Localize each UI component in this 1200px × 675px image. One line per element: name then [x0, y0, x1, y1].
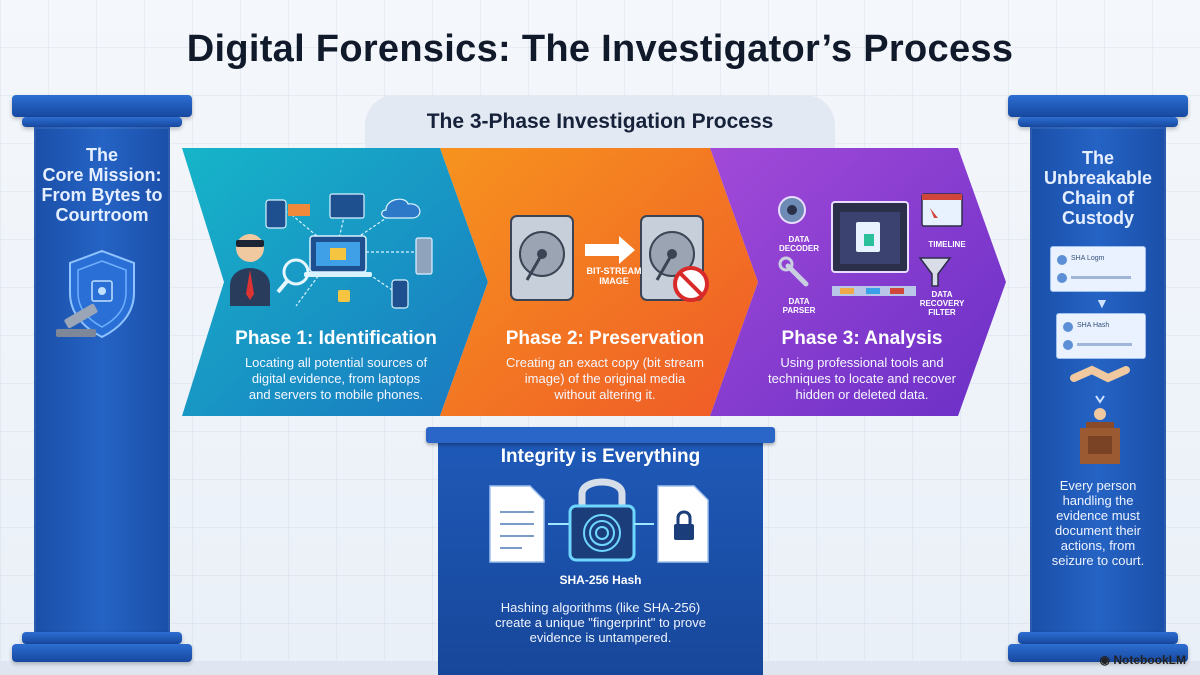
parser-line-2: PARSER — [782, 306, 816, 315]
right-pillar-base-2 — [1008, 644, 1188, 662]
bit-stream-label: BIT-STREAM IMAGE — [579, 266, 649, 286]
page-title: Digital Forensics: The Investigator’s Pr… — [186, 28, 1014, 70]
phase-2-title: Phase 2: Preservation — [505, 328, 705, 349]
left-pillar-line-4: Courtroom — [55, 205, 149, 225]
left-pillar-base-2 — [12, 644, 192, 662]
data-decoder-label: DATA DECODER — [776, 235, 822, 253]
right-pillar-line-2: Unbreakable — [1043, 168, 1153, 188]
recovery-line-1: DATA — [931, 290, 953, 299]
custody-line-4: document their — [1055, 523, 1141, 538]
recovery-line-2: RECOVERY — [919, 299, 965, 308]
timeline-label: TIMELINE — [928, 240, 966, 249]
hash-lock-fingerprint-icon — [489, 478, 709, 563]
custody-document-1: SHA Logm — [1050, 246, 1146, 292]
notebooklm-logo-icon: ◉ — [1099, 653, 1114, 667]
integrity-panel-cap — [426, 427, 775, 443]
decoder-line-1: DATA — [788, 235, 810, 244]
right-pillar-top-cap — [1008, 95, 1188, 117]
process-header-panel — [365, 95, 835, 157]
right-pillar-heading: The Unbreakable Chain of Custody — [1030, 148, 1166, 228]
left-pillar-heading: The Core Mission: From Bytes to Courtroo… — [34, 145, 170, 225]
gavel-shield-icon — [56, 249, 135, 339]
bit-stream-line-2: IMAGE — [599, 276, 629, 286]
custody-doc-1-label: SHA Logm — [1071, 255, 1105, 262]
hash-label: SHA-256 Hash — [559, 573, 642, 587]
right-pillar-base — [1018, 632, 1178, 644]
phase-3-desc-line-2: techniques to locate and recover — [768, 371, 956, 386]
process-title: The 3-Phase Investigation Process — [426, 110, 774, 133]
integrity-desc-line-3: evidence is untampered. — [529, 630, 672, 645]
phase-3-desc-line-3: hidden or deleted data. — [795, 387, 929, 402]
right-pillar-body: Every person handling the evidence must … — [1036, 478, 1160, 568]
parser-line-1: DATA — [788, 297, 810, 306]
preservation-disk-copy-icon — [510, 215, 709, 302]
left-pillar-line-1: The — [85, 145, 118, 165]
handshake-podium-icon — [1070, 365, 1130, 464]
right-pillar-shaft — [1030, 127, 1166, 635]
brand-name: NotebookLM — [1113, 653, 1186, 667]
custody-line-2: handling the — [1062, 493, 1134, 508]
phase-1-description: Locating all potential sources of digita… — [226, 355, 446, 403]
left-pillar-line-2: Core Mission: — [42, 165, 162, 185]
data-parser-label: DATA PARSER — [776, 297, 822, 315]
recovery-line-3: FILTER — [928, 308, 956, 317]
custody-line-1: Every person — [1059, 478, 1137, 493]
phase-3-desc-line-1: Using professional tools and — [780, 355, 944, 370]
phase-1-desc-line-1: Locating all potential sources of — [244, 355, 428, 370]
decoder-line-2: DECODER — [778, 244, 819, 253]
identification-network-icon — [230, 193, 433, 309]
phase-1-desc-line-2: digital evidence, from laptops — [251, 371, 421, 386]
integrity-title: Integrity is Everything — [500, 446, 701, 467]
phase-2-description: Creating an exact copy (bit stream image… — [490, 355, 720, 403]
phase-2-desc-line-3: without altering it. — [554, 387, 656, 402]
text-line — [1071, 276, 1131, 279]
data-recovery-filter-label: DATA RECOVERY FILTER — [912, 290, 972, 317]
person-icon — [1057, 255, 1067, 265]
integrity-desc-line-1: Hashing algorithms (like SHA-256) — [500, 600, 701, 615]
brand-watermark: ◉ NotebookLM — [1100, 653, 1186, 667]
left-pillar-shaft — [34, 127, 170, 635]
person-icon — [1063, 340, 1073, 350]
custody-line-6: seizure to court. — [1051, 553, 1145, 568]
phase-1-desc-line-3: and servers to mobile phones. — [248, 387, 424, 402]
phase-3-description: Using professional tools and techniques … — [752, 355, 972, 403]
left-pillar-top-cap — [12, 95, 192, 117]
custody-doc-2-label: SHA Hash — [1077, 322, 1110, 329]
right-pillar-line-3: Chain of — [1062, 188, 1134, 208]
integrity-desc-line-2: create a unique "fingerprint" to prove — [495, 615, 706, 630]
analysis-tools-icon — [778, 193, 963, 296]
text-line — [1077, 343, 1132, 346]
phase-1-title: Phase 1: Identification — [235, 328, 437, 349]
person-icon — [1057, 273, 1067, 283]
custody-line-5: actions, from — [1060, 538, 1136, 553]
left-pillar-base — [22, 632, 182, 644]
right-pillar-top-cap-2 — [1018, 117, 1178, 127]
left-pillar-top-cap-2 — [22, 117, 182, 127]
phase-2-desc-line-2: image) of the original media — [524, 371, 686, 386]
phase-3-title: Phase 3: Analysis — [781, 328, 943, 349]
person-icon — [1063, 322, 1073, 332]
bit-stream-line-1: BIT-STREAM — [586, 266, 642, 276]
left-pillar-line-3: From Bytes to — [41, 185, 163, 205]
phase-2-desc-line-1: Creating an exact copy (bit stream — [506, 355, 704, 370]
right-pillar-line-1: The — [1081, 148, 1114, 168]
arrow-down-icon: ▼ — [1095, 295, 1109, 311]
custody-line-3: evidence must — [1056, 508, 1140, 523]
custody-document-2: SHA Hash — [1056, 313, 1146, 359]
right-pillar-line-4: Custody — [1062, 208, 1134, 228]
integrity-description: Hashing algorithms (like SHA-256) create… — [438, 600, 763, 645]
